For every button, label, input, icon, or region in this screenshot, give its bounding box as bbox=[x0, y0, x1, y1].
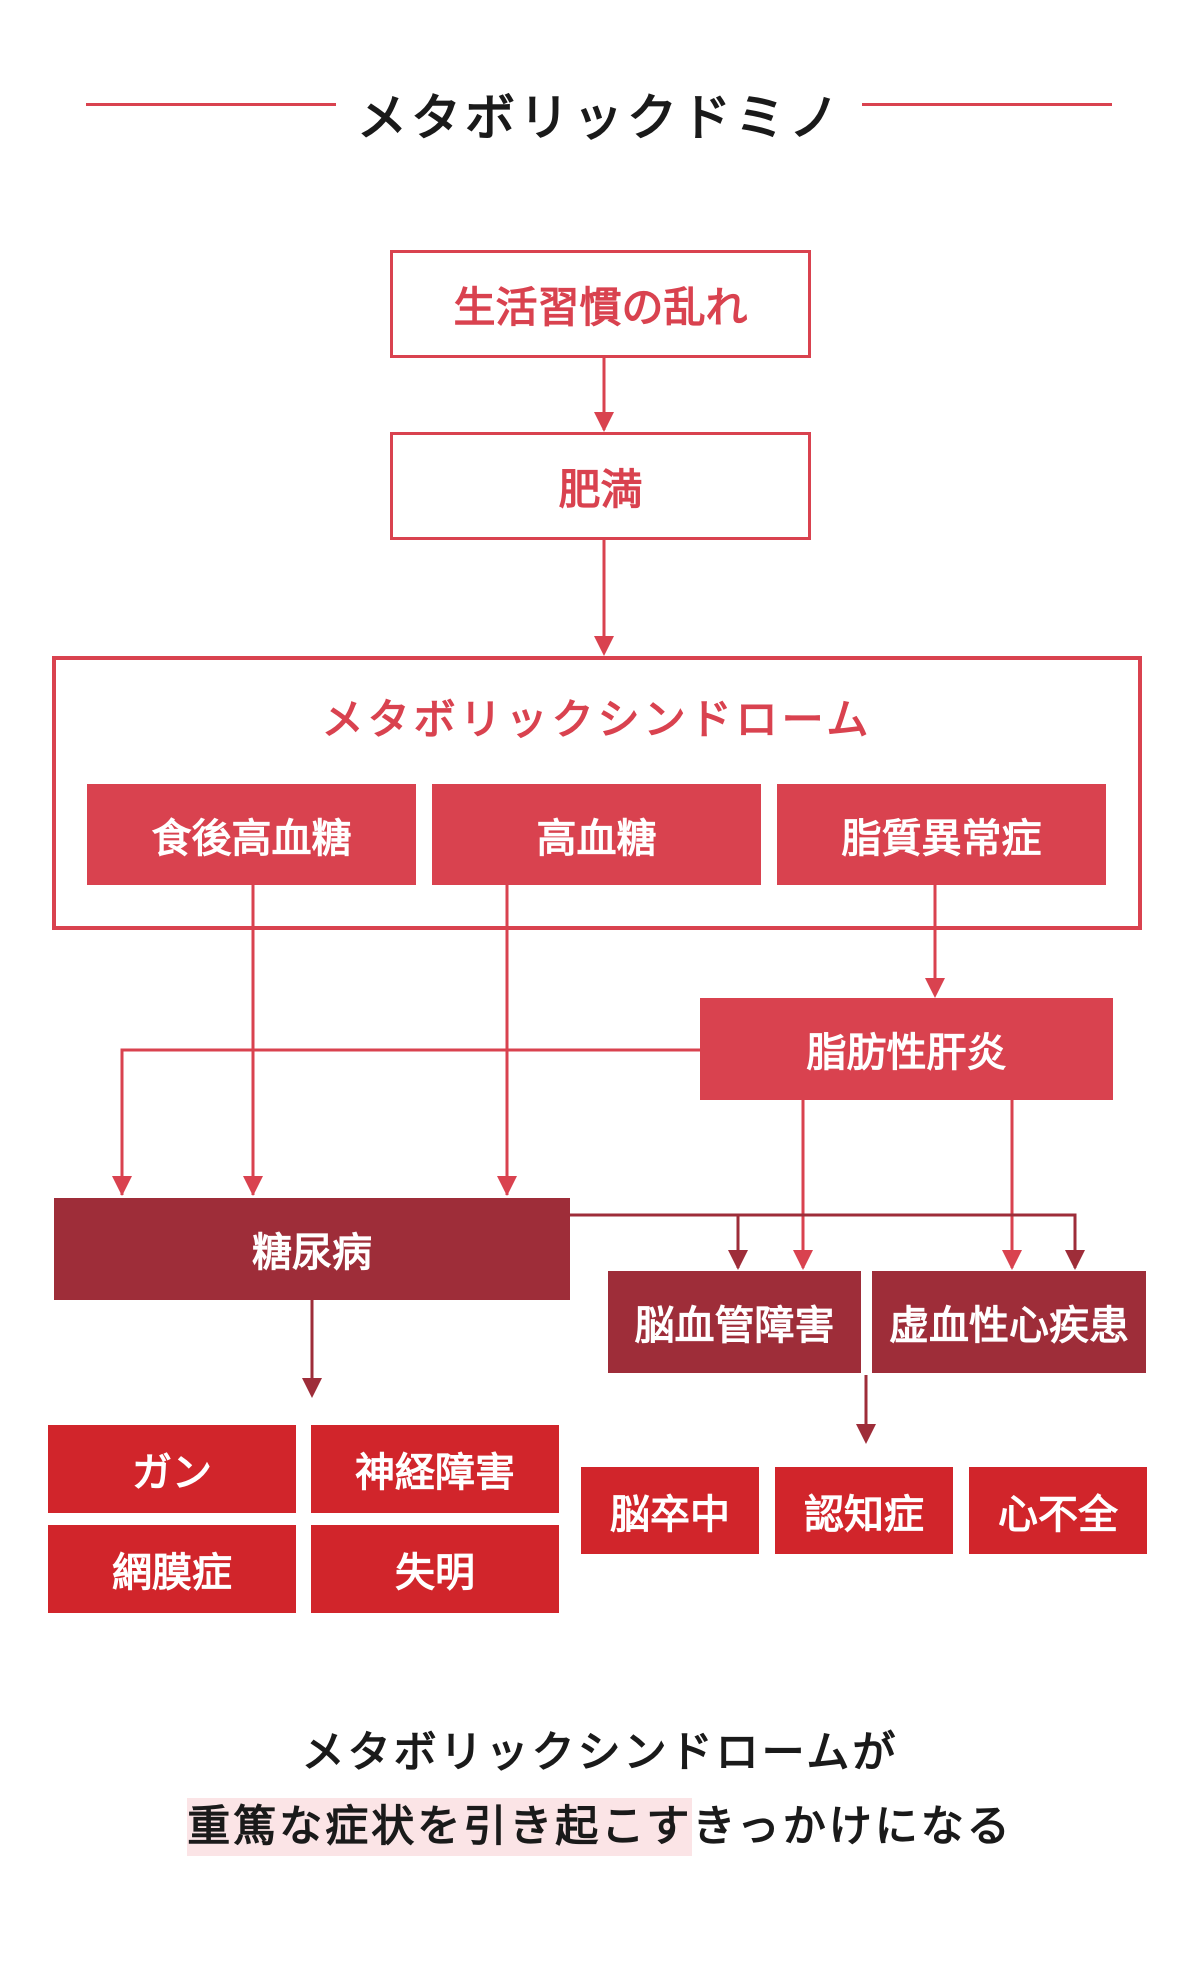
caption-line-1: メタボリックシンドロームが bbox=[301, 1728, 899, 1778]
arrowhead bbox=[1002, 1250, 1022, 1270]
caption-rest: きっかけになる bbox=[692, 1802, 1013, 1852]
arrowhead bbox=[112, 1176, 132, 1196]
title-rule-left bbox=[86, 103, 336, 106]
edge-fattyliver-diabetes bbox=[120, 1048, 700, 1195]
node-lifestyle: 生活習慣の乱れ bbox=[390, 250, 811, 358]
arrowhead bbox=[497, 1176, 517, 1196]
edge-diabetes-bus bbox=[570, 1213, 1077, 1268]
node-obesity: 肥満 bbox=[390, 432, 811, 540]
page-title: メタボリックドミノ bbox=[357, 89, 843, 147]
caption-highlight: 重篤な症状を引き起こす bbox=[187, 1798, 693, 1856]
arrowhead bbox=[243, 1176, 263, 1196]
node-retinopathy: 網膜症 bbox=[48, 1525, 296, 1613]
node-fatty-liver: 脂肪性肝炎 bbox=[700, 998, 1113, 1100]
node-ischemic-heart: 虚血性心疾患 bbox=[872, 1271, 1146, 1373]
node-dementia: 認知症 bbox=[775, 1467, 953, 1554]
title-rule-right bbox=[862, 103, 1112, 106]
node-cerebrovascular: 脳血管障害 bbox=[608, 1271, 861, 1373]
node-postprandial-hyperglycemia: 食後高血糖 bbox=[87, 784, 416, 885]
arrowhead bbox=[856, 1424, 876, 1444]
arrowhead bbox=[302, 1378, 322, 1398]
node-diabetes: 糖尿病 bbox=[54, 1198, 570, 1300]
arrowhead bbox=[1065, 1250, 1085, 1270]
metabolic-syndrome-group bbox=[52, 656, 1142, 930]
arrowhead bbox=[925, 978, 945, 998]
node-blindness: 失明 bbox=[311, 1525, 559, 1613]
node-hyperglycemia: 高血糖 bbox=[432, 784, 761, 885]
caption-line-2: 重篤な症状を引き起こすきっかけになる bbox=[0, 1792, 1200, 1856]
arrowhead bbox=[793, 1250, 813, 1270]
arrowhead bbox=[728, 1250, 748, 1270]
node-cancer: ガン bbox=[48, 1425, 296, 1513]
node-neuropathy: 神経障害 bbox=[311, 1425, 559, 1513]
arrowhead bbox=[594, 412, 614, 432]
node-stroke: 脳卒中 bbox=[581, 1467, 759, 1554]
node-dyslipidemia: 脂質異常症 bbox=[777, 784, 1106, 885]
arrowhead bbox=[594, 636, 614, 656]
node-heart-failure: 心不全 bbox=[969, 1467, 1147, 1554]
metabolic-syndrome-title: メタボリックシンドローム bbox=[321, 695, 873, 744]
